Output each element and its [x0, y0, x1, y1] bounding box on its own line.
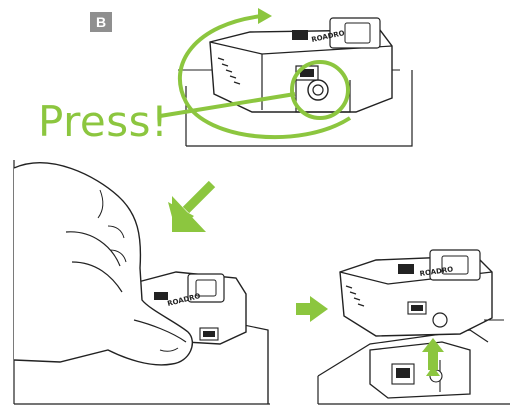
arrow-down-left-icon — [168, 184, 212, 232]
device-lifted: ROADRO — [340, 250, 492, 336]
top-panel: ROADRO — [160, 8, 412, 146]
step-badge: B — [90, 12, 112, 32]
hand-illustration — [14, 163, 192, 365]
arrow-right-icon — [296, 296, 328, 322]
bottom-left-panel: ROADRO — [14, 160, 270, 404]
press-instruction-label: Press! — [38, 97, 168, 146]
cradle — [370, 342, 470, 398]
bottom-right-panel: ROADRO — [318, 250, 510, 404]
device-top: ROADRO — [210, 18, 392, 112]
